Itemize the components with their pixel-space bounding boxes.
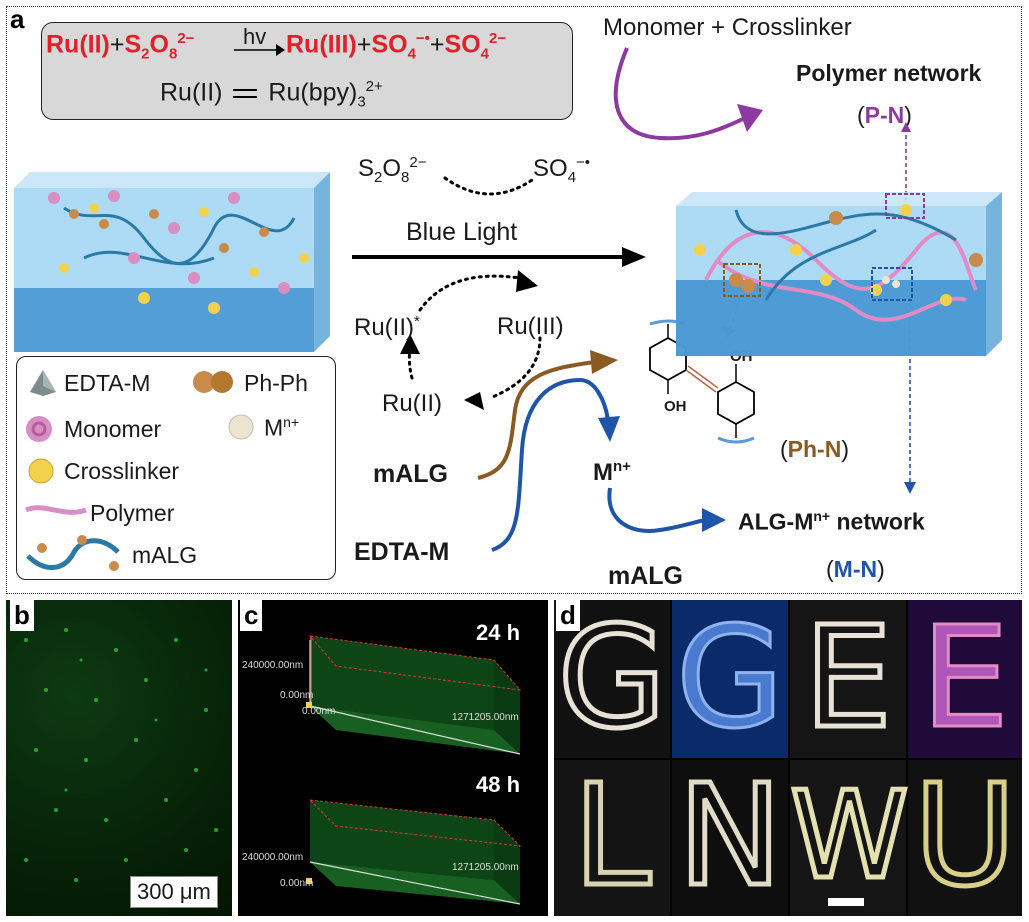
legend-crosslinker: Crosslinker	[64, 458, 179, 485]
crosslinker-icon	[26, 456, 56, 486]
left-hydrogel-block	[14, 168, 336, 354]
malg-label-1: mALG	[373, 460, 448, 489]
edta-m-icon	[26, 368, 60, 398]
malg-icon	[24, 532, 124, 576]
equation-line-1: Ru(II)+S2O82−	[46, 30, 194, 62]
blue-light-label: Blue Light	[406, 218, 517, 247]
letter-e-clear: E	[790, 604, 906, 754]
persulfate-label: S2O82−	[358, 154, 426, 186]
ru3-label: Ru(III)	[497, 313, 564, 341]
monomer-icon	[22, 412, 56, 446]
panel-label-c: c	[240, 600, 262, 631]
polymer-icon	[24, 498, 88, 522]
panel-c-y-axis-top: 240000.00nm	[242, 660, 303, 671]
mn-network-label: (M-N)	[826, 556, 885, 583]
alg-mn-network-label: ALG-Mn+ network	[738, 508, 925, 536]
legend-mn: Mn+	[264, 414, 299, 442]
panel-c-x-axis-bottom: 1271205.00nm	[452, 862, 519, 873]
malg-label-2: mALG	[608, 562, 683, 591]
panel-d-printed-letters: G G E E L N W U	[554, 600, 1022, 916]
sulfate-radical-label: SO4−•	[533, 154, 590, 186]
panel-b-scale-label: 300 μm	[130, 876, 218, 908]
right-hydrogel-block	[676, 190, 1006, 358]
equation-line-2: Ru(II) Ru(bpy)32+	[160, 78, 383, 110]
letter-g-blue: G	[672, 604, 788, 754]
panel-c-origin-top: 0.00nm	[280, 690, 313, 701]
blue-light-arrow	[352, 244, 648, 270]
oh-bottom: OH	[664, 398, 687, 415]
letter-u: U	[908, 762, 1022, 912]
panel-label-d: d	[556, 600, 580, 631]
monomer-crosslinker-label: Monomer + Crosslinker	[603, 14, 852, 42]
panel-c-x-axis-top: 1271205.00nm	[452, 712, 519, 723]
ph-ph-icon	[190, 368, 238, 396]
mn-icon	[226, 412, 256, 442]
legend-malg: mALG	[132, 542, 197, 569]
panel-c-time-24h: 24 h	[476, 620, 520, 646]
panel-c-x-origin-top: 0.00nm	[302, 706, 335, 717]
legend-monomer: Monomer	[64, 416, 161, 443]
letter-l: L	[554, 762, 670, 912]
fluorescent-dots	[6, 600, 232, 916]
legend-polymer: Polymer	[90, 500, 174, 527]
panel-label-a: a	[10, 4, 24, 35]
panel-b-fluorescence-image	[6, 600, 232, 916]
panel-c-origin-bottom: 0.00nm	[280, 878, 313, 889]
panel-c-y-axis-bottom: 240000.00nm	[242, 852, 303, 863]
panel-label-b: b	[10, 600, 34, 631]
legend-phph: Ph-Ph	[244, 370, 308, 397]
triple-bond-symbol	[233, 89, 257, 98]
edta-m-label: EDTA-M	[354, 538, 449, 567]
ru-excited-label: Ru(II)*	[354, 313, 420, 342]
panel-d-scale-bar	[828, 898, 864, 906]
polymer-network-label: Polymer network	[796, 60, 981, 87]
reaction-arrow	[232, 40, 286, 60]
dotted-arc-top	[440, 170, 540, 200]
legend-edta: EDTA-M	[64, 370, 150, 397]
letter-w: W	[790, 762, 906, 912]
panel-c-time-48h: 48 h	[476, 772, 520, 798]
equation-products: Ru(III)+SO4−•+SO42−	[286, 30, 506, 62]
letter-n: N	[672, 762, 788, 912]
letter-e-pink: E	[908, 604, 1022, 754]
ru2-label: Ru(II)	[382, 390, 442, 418]
